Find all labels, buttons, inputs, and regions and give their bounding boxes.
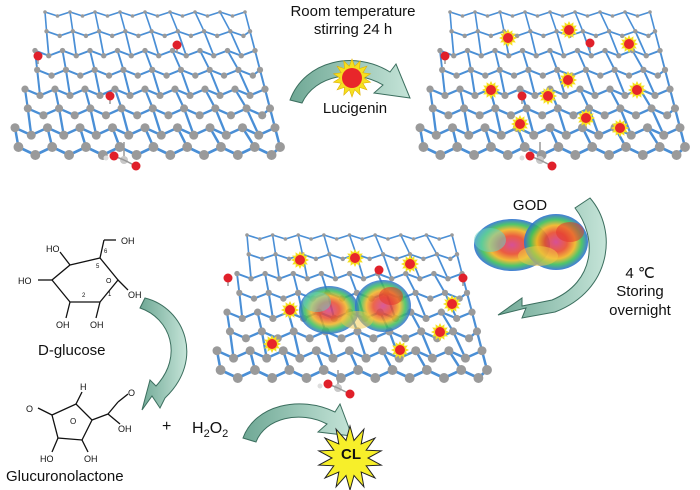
glucuronolactone-label: Glucuronolactone — [6, 468, 124, 485]
plus-sign: + — [162, 418, 172, 435]
svg-text:HO: HO — [46, 244, 60, 254]
svg-text:OH: OH — [128, 290, 142, 300]
svg-text:O: O — [128, 388, 135, 398]
svg-text:O: O — [26, 404, 33, 414]
god-enzyme-icon — [474, 214, 588, 271]
svg-text:OH: OH — [90, 320, 104, 330]
reaction-arrow-3 — [139, 297, 188, 411]
svg-text:OH: OH — [84, 454, 98, 464]
h2o2-sub-1: 2 — [203, 428, 210, 441]
storage-condition-line3: overnight — [609, 302, 671, 319]
svg-text:1: 1 — [108, 292, 112, 298]
svg-text:5: 5 — [96, 264, 100, 270]
d-glucose-structure: OH HO HO OH OH OH O 5 2 1 6 — [18, 236, 142, 330]
svg-text:6: 6 — [104, 249, 108, 255]
d-glucose-label: D-glucose — [38, 342, 106, 359]
reaction1-condition-line2: stirring 24 h — [313, 21, 393, 38]
lucigenin-star-icon — [332, 58, 372, 98]
svg-text:H: H — [80, 382, 87, 392]
reaction-arrow-4 — [242, 402, 353, 443]
god-label: GOD — [512, 197, 548, 214]
lucigenin-label: Lucigenin — [322, 100, 388, 117]
h2o2-h: H — [192, 420, 204, 437]
svg-text:HO: HO — [40, 454, 54, 464]
reaction1-condition-line1: Room temperature — [290, 3, 416, 20]
glucuronolactone-structure: O H O OH HO OH O — [26, 382, 135, 464]
reaction-arrow-1 — [289, 60, 411, 104]
svg-text:2: 2 — [82, 293, 86, 299]
svg-text:OH: OH — [56, 320, 70, 330]
cl-label: CL — [341, 446, 361, 463]
h2o2-sub-2: 2 — [222, 428, 229, 441]
svg-text:OH: OH — [121, 236, 135, 246]
svg-text:OH: OH — [118, 424, 132, 434]
svg-text:HO: HO — [18, 276, 32, 286]
chemiluminescence-burst-icon — [316, 424, 384, 490]
svg-text:O: O — [70, 417, 76, 426]
storage-temperature: 4 ℃ — [625, 265, 655, 282]
h2o2-o: O — [209, 420, 223, 437]
svg-text:O: O — [106, 278, 112, 285]
reaction-arrow-2 — [497, 197, 607, 319]
storage-condition-line2: Storing — [616, 283, 664, 300]
hydrogen-peroxide-label: H2O2 — [192, 420, 228, 440]
